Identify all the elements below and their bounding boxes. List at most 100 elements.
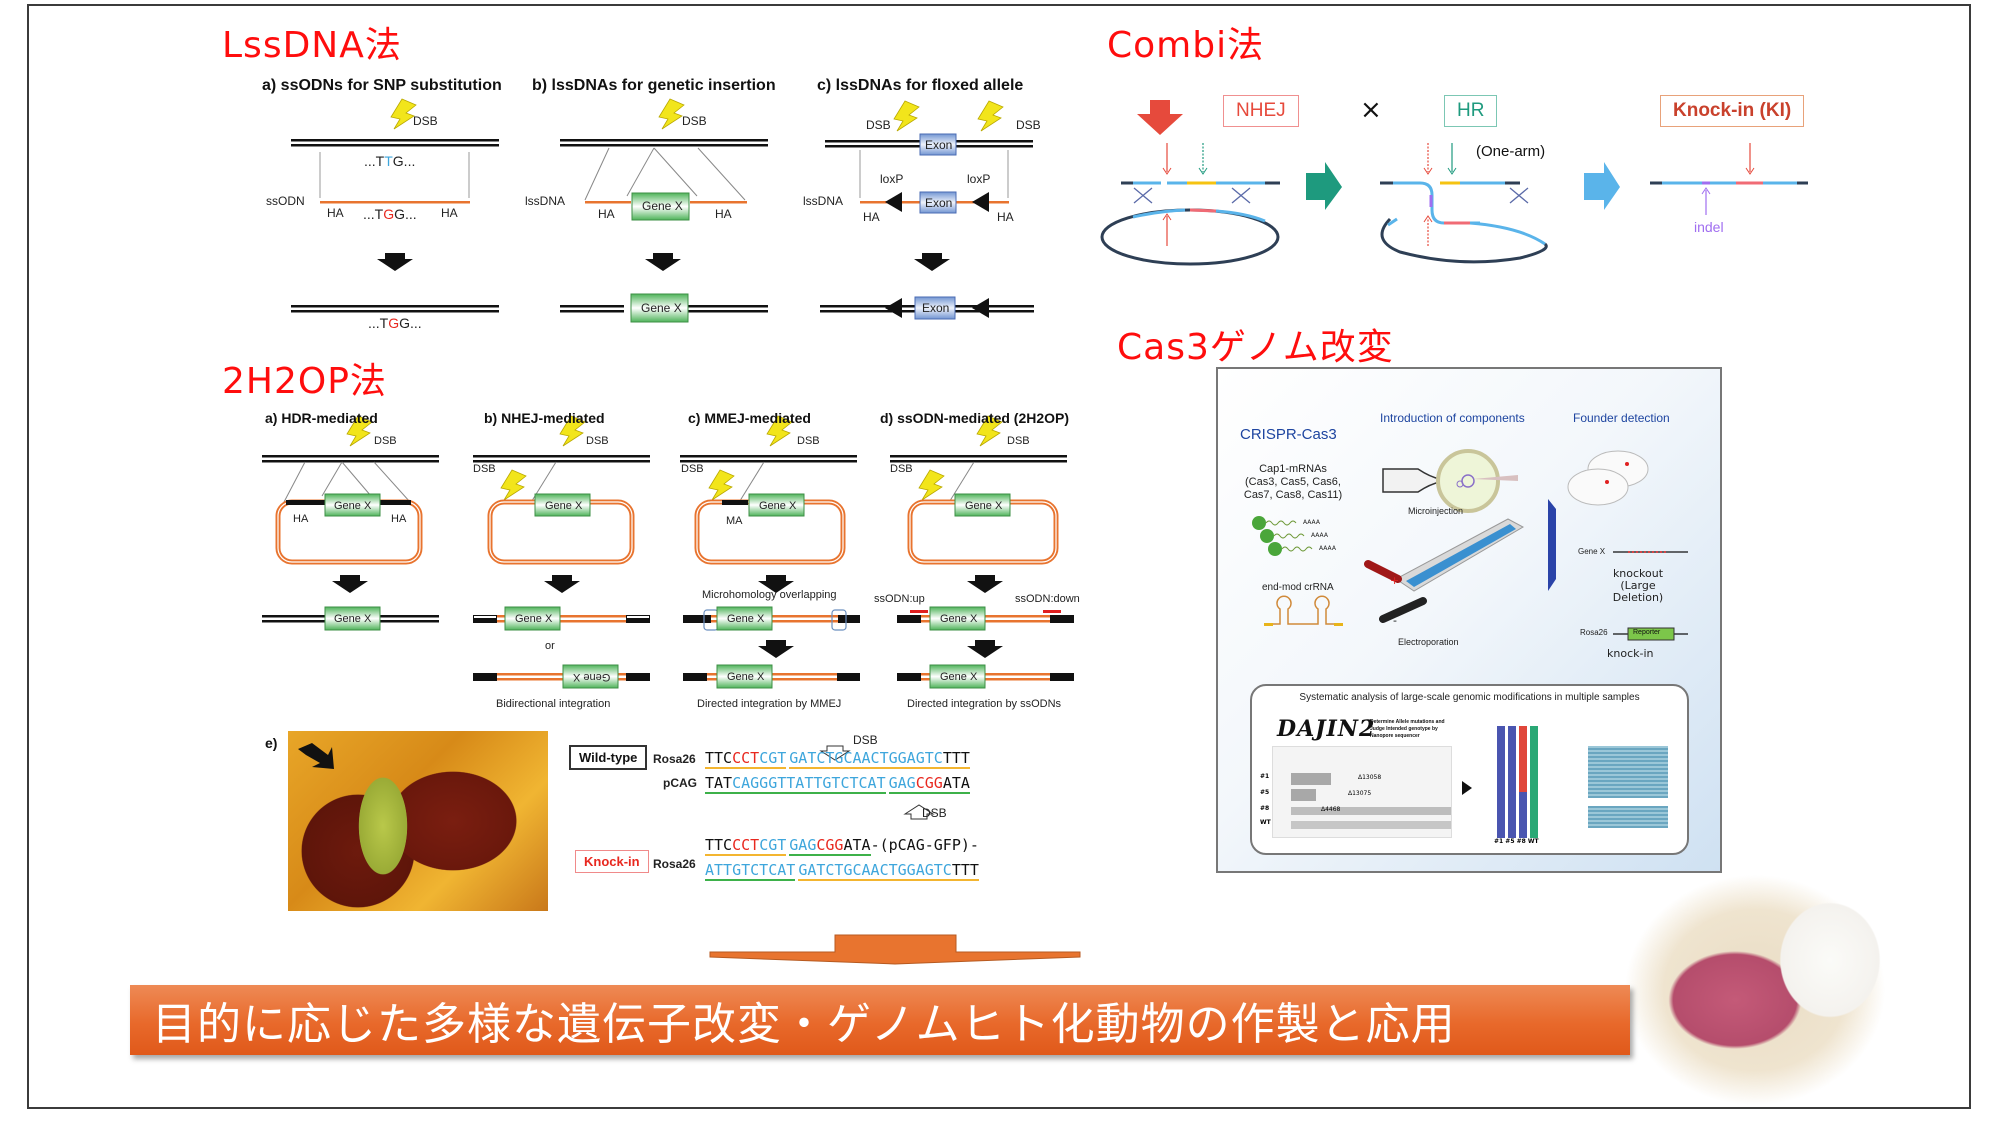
reporter-label: Reporter bbox=[1633, 629, 1661, 636]
ha-label: HA bbox=[327, 206, 344, 220]
ha-label: HA bbox=[391, 513, 407, 525]
row-label: #5 bbox=[1260, 789, 1270, 796]
sequence-segment: TTC bbox=[705, 836, 733, 856]
ssodn-up-label: ssODN:up bbox=[874, 593, 925, 605]
allele-bar-chart: #1 #5 #8 WT bbox=[1494, 726, 1567, 845]
lssdna-title: LssDNA法 bbox=[222, 25, 402, 66]
igv-view: #1 #5 #8 WT Δ13058 Δ13075 Δ4468 bbox=[1260, 746, 1452, 838]
sequence-segment: ATA bbox=[942, 774, 970, 794]
cas3-title: Cas3ゲノム改変 bbox=[1117, 327, 1394, 368]
gene-x-box bbox=[631, 192, 690, 221]
newborn-mice-photo bbox=[1625, 870, 1885, 1110]
blue-arrow-icon bbox=[1548, 499, 1556, 591]
exon-box bbox=[919, 133, 957, 156]
dsb-label: DSB bbox=[586, 435, 609, 447]
black-arrow-icon bbox=[1462, 781, 1472, 795]
ssodn-down-label: ssODN:down bbox=[1015, 593, 1080, 605]
lssdna-label: lssDNA bbox=[803, 194, 844, 208]
one-arm-label: (One-arm) bbox=[1476, 143, 1546, 160]
plus-label: + bbox=[1390, 574, 1400, 587]
lssdna-panel-c bbox=[820, 100, 1034, 320]
overlap-label: Microhomology overlapping bbox=[702, 589, 837, 601]
h2op-a-label: a) HDR-mediated bbox=[265, 410, 378, 426]
panel-e-label: e) bbox=[265, 735, 278, 751]
dsb-label: DSB bbox=[853, 733, 878, 747]
deletion-label: Δ13075 bbox=[1348, 790, 1372, 797]
polya-label: AAAA bbox=[1319, 545, 1336, 552]
sequence-segment: GATCTGCAACTGGAGTC bbox=[798, 861, 952, 881]
sequence-segment: CGT bbox=[759, 836, 787, 856]
hr-box: HR bbox=[1444, 95, 1498, 127]
electroporation-label: Electroporation bbox=[1398, 637, 1459, 647]
mrna-label: Cap1-mRNAs(Cas3, Cas5, Cas6,Cas7, Cas8, … bbox=[1243, 463, 1343, 501]
sequence-segment: -(pCAG-GFP)- bbox=[870, 836, 979, 854]
summary-banner: 目的に応じた多様な遺伝子改変・ゲノムヒト化動物の作製と応用 bbox=[130, 985, 1630, 1055]
dsb-label: DSB bbox=[890, 463, 913, 475]
dsb-bolt-icon bbox=[977, 100, 1004, 132]
gene-x-label: Gene X bbox=[334, 613, 372, 625]
sequence-segment: GAG bbox=[789, 836, 817, 856]
gene-x-label: Gene X bbox=[641, 301, 682, 315]
ha-label: HA bbox=[598, 207, 615, 221]
lssdna-panel-b bbox=[560, 98, 768, 323]
sequence-segment: CCT bbox=[732, 836, 760, 856]
bar-labels: #1 #5 #8 WT bbox=[1494, 838, 1539, 845]
sequence-segment: CAGGGTTATTGTCTCAT bbox=[732, 774, 886, 794]
gene-x-label: Gene X bbox=[965, 500, 1003, 512]
dsb-bolt-icon bbox=[658, 98, 685, 130]
wildtype-box: Wild-type bbox=[569, 745, 648, 770]
combi-title: Combi法 bbox=[1107, 25, 1265, 66]
down-arrow-icon bbox=[645, 253, 681, 271]
dsb-label: DSB bbox=[1007, 435, 1030, 447]
dsb-label: DSB bbox=[866, 118, 891, 132]
row-label: #8 bbox=[1260, 805, 1270, 812]
loxp-triangle-icon bbox=[885, 192, 902, 212]
result-seq: ...TGG... bbox=[368, 315, 422, 331]
ha-label: HA bbox=[441, 206, 458, 220]
lssdna-c-label: c) lssDNAs for floxed allele bbox=[817, 77, 1024, 94]
blue-right-arrow-icon bbox=[1584, 162, 1620, 210]
lssdna-label: lssDNA bbox=[525, 194, 566, 208]
gene-x-label: Gene X bbox=[334, 500, 372, 512]
row-label: WT bbox=[1260, 819, 1271, 826]
knockin-box: Knock-in bbox=[575, 850, 649, 873]
lssdna-b-label: b) lssDNAs for genetic insertion bbox=[532, 77, 776, 94]
donor-seq: ...TGG... bbox=[363, 206, 417, 222]
rosa26-label: Rosa26 bbox=[653, 857, 696, 871]
sequence-segment: TTT bbox=[951, 861, 979, 881]
knockin-box: Knock-in (KI) bbox=[1660, 95, 1805, 127]
crrna-label: end-mod crRNA bbox=[1262, 582, 1334, 593]
target-seq: ...TTG... bbox=[364, 153, 416, 169]
black-arrow-icon bbox=[298, 743, 334, 769]
founder-title: Founder detection bbox=[1573, 411, 1670, 425]
ssodn-label: ssODN bbox=[266, 194, 305, 208]
caption: Directed integration by ssODNs bbox=[907, 698, 1062, 710]
h2op-panel-b bbox=[473, 415, 650, 689]
gene-x-label: Gene X bbox=[515, 613, 553, 625]
exon-label: Exon bbox=[925, 196, 953, 210]
crrna-icon bbox=[1268, 595, 1338, 625]
h2op-b-label: b) NHEJ-mediated bbox=[484, 410, 605, 426]
gene-x-label: Gene X bbox=[940, 613, 978, 625]
sequence-segment: CGG bbox=[816, 836, 844, 856]
h2op-panel-c bbox=[680, 415, 860, 689]
h2op-d-label: d) ssODN-mediated (2H2OP) bbox=[880, 410, 1070, 426]
gene-x-label: Gene X bbox=[1578, 547, 1606, 556]
crispr-cas3-title: CRISPR-Cas3 bbox=[1240, 426, 1337, 443]
sequence-segment: TTC bbox=[705, 749, 733, 769]
dsb-label: DSB bbox=[797, 435, 820, 447]
ssodn-strand bbox=[320, 201, 470, 204]
exon-label: Exon bbox=[925, 138, 953, 152]
loxp-label: loxP bbox=[967, 172, 991, 186]
gene-x-label: Gene X bbox=[727, 613, 765, 625]
gene-x-label: Gene X bbox=[759, 500, 797, 512]
ha-label: HA bbox=[863, 210, 880, 224]
dsb-label: DSB bbox=[922, 806, 947, 820]
gene-x-label: Gene X bbox=[727, 671, 765, 683]
gene-x-flipped-label: Gene X bbox=[573, 671, 611, 683]
analysis-title: Systematic analysis of large-scale genom… bbox=[1299, 692, 1640, 703]
